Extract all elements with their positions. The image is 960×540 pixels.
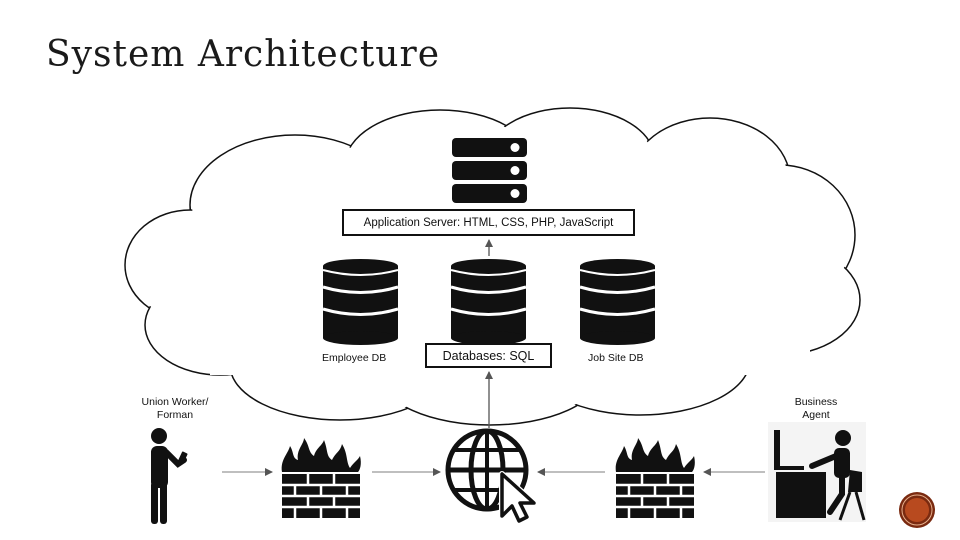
employee-db-label: Employee DB (322, 352, 387, 364)
person-with-phone-icon (151, 428, 188, 524)
business-agent-label-line-1: Business (794, 396, 838, 408)
employee-db-icon (322, 259, 399, 345)
slide-title: System Architecture (46, 34, 440, 75)
globe-cursor-icon (445, 428, 537, 524)
sql-db-icon (450, 259, 527, 345)
job-site-db-label: Job Site DB (588, 352, 644, 364)
application-server-box: Application Server: HTML, CSS, PHP, Java… (342, 209, 635, 236)
union-worker-label-line-2: Forman (156, 409, 194, 421)
databases-label: Databases: SQL (442, 348, 535, 363)
job-site-db-icon (579, 259, 656, 345)
union-worker-label: Union Worker/ Forman (128, 396, 222, 422)
databases-box: Databases: SQL (425, 343, 552, 368)
logo-badge-icon (899, 492, 935, 528)
business-agent-label: Business Agent (778, 396, 854, 422)
union-worker-label-line-1: Union Worker/ (141, 396, 209, 408)
business-agent-label-line-2: Agent (802, 409, 830, 421)
firewall-icon-left (281, 438, 361, 518)
firewall-icon-right (615, 438, 695, 518)
application-server-label: Application Server: HTML, CSS, PHP, Java… (363, 216, 614, 229)
person-at-desk-icon (768, 422, 866, 522)
server-rack-icon (452, 138, 527, 203)
